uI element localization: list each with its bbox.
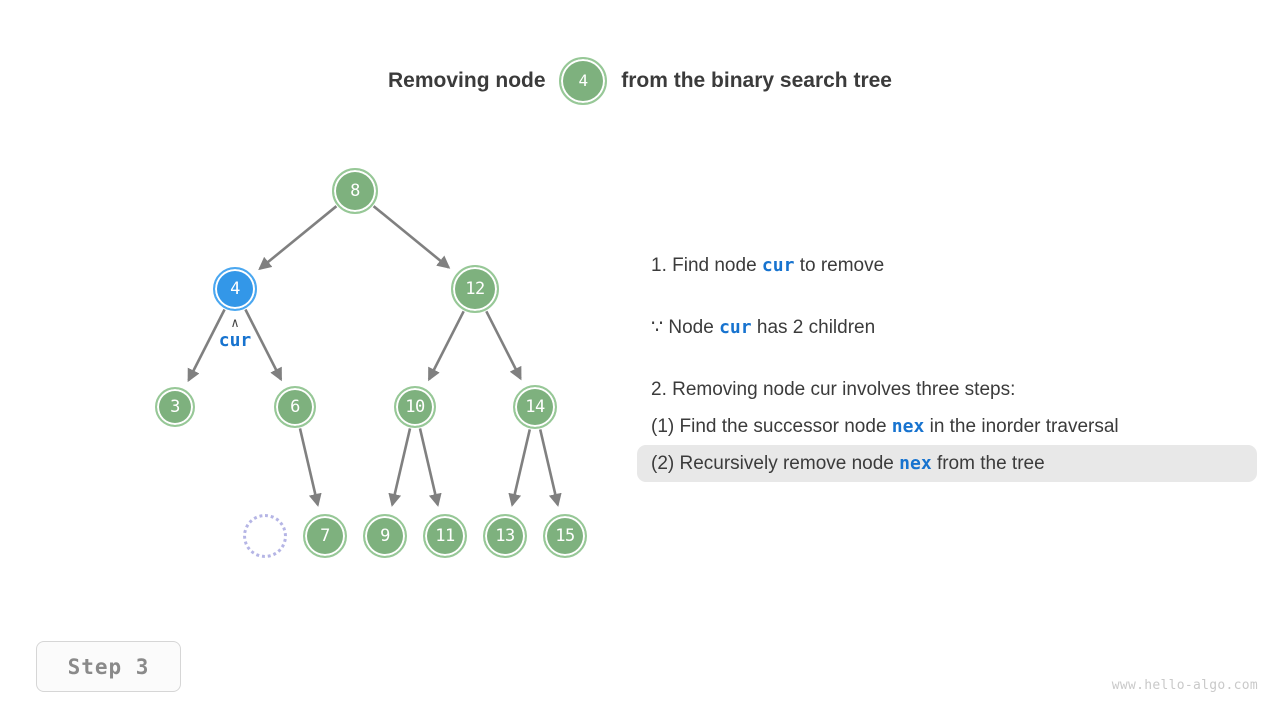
tree-node-10: 10 bbox=[394, 386, 436, 428]
text-segment: in the inorder traversal bbox=[924, 416, 1119, 437]
tree-node-3: 3 bbox=[155, 387, 195, 427]
tree-edge-6-to-7 bbox=[298, 428, 322, 507]
keyword-nex: nex bbox=[899, 453, 932, 474]
tree-node-11: 11 bbox=[423, 514, 467, 558]
text-segment: has 2 children bbox=[751, 317, 876, 338]
caret-up-icon: ∧ bbox=[231, 316, 239, 331]
keyword-cur: cur bbox=[761, 255, 795, 276]
tree-node-value: 6 bbox=[290, 397, 300, 417]
tree-node-value: 4 bbox=[230, 279, 240, 299]
tree-edge-14-to-13 bbox=[508, 429, 532, 507]
keyword-nex: nex bbox=[891, 416, 925, 437]
text-segment: 1. Find node bbox=[651, 255, 762, 276]
tree-node-value: 14 bbox=[525, 397, 545, 417]
tree-edge-12-to-14 bbox=[485, 310, 522, 381]
text-segment: from the tree bbox=[931, 453, 1045, 474]
tree-node-empty-placeholder bbox=[243, 514, 287, 558]
tree-node-value: 15 bbox=[555, 526, 575, 546]
tree-node-value: 11 bbox=[435, 526, 455, 546]
title-suffix: from the binary search tree bbox=[621, 69, 892, 92]
step-badge: Step 3 bbox=[36, 641, 181, 692]
tree-edge-8-to-12 bbox=[372, 205, 451, 269]
tree-edge-4-to-3 bbox=[187, 308, 226, 383]
line-find-cur: 1. Find node cur to remove bbox=[637, 247, 1257, 284]
tree-node-value: 7 bbox=[320, 526, 330, 546]
line-step-2: (2) Recursively remove node nex from the… bbox=[637, 445, 1257, 482]
tree-node-15: 15 bbox=[543, 514, 587, 558]
title-node-circle: 4 bbox=[559, 57, 608, 105]
line-two-children: ∵ Node cur has 2 children bbox=[637, 309, 1257, 346]
tree-node-4: 4 bbox=[213, 267, 257, 311]
title-node-value: 4 bbox=[578, 71, 589, 90]
tree-node-9: 9 bbox=[363, 514, 407, 558]
explanation-panel: 1. Find node cur to remove ∵ Node cur has… bbox=[637, 247, 1257, 482]
tree-node-12: 12 bbox=[451, 265, 499, 313]
tree-edge-4-to-6 bbox=[244, 308, 283, 382]
tree-node-13: 13 bbox=[483, 514, 527, 558]
tree-edge-10-to-9 bbox=[388, 428, 412, 507]
page-title: Removing node 4 from the binary search t… bbox=[0, 57, 1280, 105]
edge-group bbox=[187, 205, 562, 507]
tree-node-value: 8 bbox=[350, 181, 360, 201]
tree-node-value: 12 bbox=[465, 279, 485, 299]
tree-node-6: 6 bbox=[274, 386, 316, 428]
text-segment: to remove bbox=[794, 255, 885, 276]
cur-pointer-label: cur bbox=[218, 330, 252, 351]
tree-node-14: 14 bbox=[513, 385, 557, 429]
tree-edge-8-to-4 bbox=[258, 205, 338, 271]
cur-pointer: ∧ cur bbox=[190, 316, 280, 352]
text-segment: 2. Removing node cur involves three step… bbox=[651, 379, 1016, 400]
tree-edge-10-to-11 bbox=[418, 428, 442, 507]
tree-node-value: 10 bbox=[405, 397, 425, 417]
tree-node-7: 7 bbox=[303, 514, 347, 558]
tree-node-value: 13 bbox=[495, 526, 515, 546]
tree-node-value: 9 bbox=[380, 526, 390, 546]
keyword-cur: cur bbox=[719, 317, 752, 338]
tree-node-8: 8 bbox=[332, 168, 378, 214]
text-segment: (2) Recursively remove node bbox=[651, 453, 900, 474]
text-segment: (1) Find the successor node bbox=[651, 416, 892, 437]
text-segment: ∵ Node bbox=[651, 317, 720, 338]
tree-edge-14-to-15 bbox=[538, 429, 562, 507]
line-step-1: (1) Find the successor node nex in the i… bbox=[637, 408, 1257, 445]
watermark: www.hello-algo.com bbox=[1111, 678, 1258, 693]
line-three-steps: 2. Removing node cur involves three step… bbox=[637, 371, 1257, 408]
tree-node-value: 3 bbox=[170, 397, 180, 417]
title-prefix: Removing node bbox=[388, 69, 546, 92]
tree-edge-12-to-10 bbox=[427, 310, 465, 382]
